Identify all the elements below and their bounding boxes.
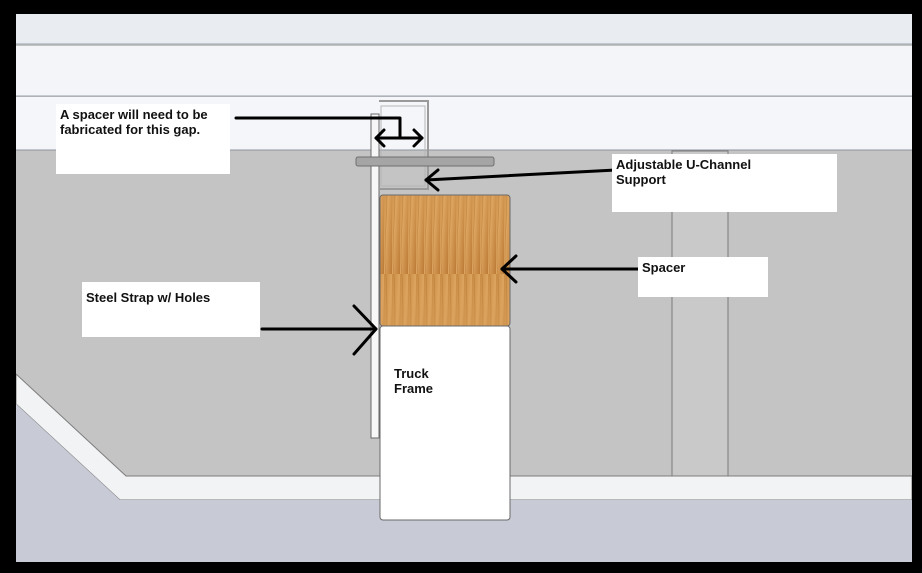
horizontal-rod <box>355 156 495 167</box>
ceiling-beam <box>16 46 912 96</box>
floor <box>16 404 912 562</box>
spacer-label: Spacer <box>638 257 768 297</box>
u-channel-arrow <box>424 168 618 182</box>
ceiling-top-strip <box>16 14 912 44</box>
spacer-label-text: Spacer <box>642 260 686 275</box>
u-channel-label-text: Adjustable U-Channel Support <box>616 157 752 187</box>
truck-frame-label-text: Truck Frame <box>394 366 434 396</box>
u-channel-support <box>379 100 429 190</box>
wood-spacer <box>379 194 511 327</box>
truck-frame-label: Truck Frame <box>394 366 454 396</box>
callout-arrows <box>234 116 644 356</box>
spacer-gap-label-text: A spacer will need to be fabricated for … <box>60 107 208 137</box>
steel-strap <box>370 113 380 439</box>
steel-strap-label: Steel Strap w/ Holes <box>82 282 260 337</box>
diagram-canvas: A spacer will need to be fabricated for … <box>16 14 912 562</box>
truck-frame <box>379 325 511 521</box>
steel-strap-label-text: Steel Strap w/ Holes <box>86 290 211 305</box>
gap-leader-line <box>234 116 402 140</box>
u-channel-label: Adjustable U-Channel Support <box>612 154 837 212</box>
floor-rail <box>16 373 912 501</box>
spacer-gap-label: A spacer will need to be fabricated for … <box>56 104 230 174</box>
